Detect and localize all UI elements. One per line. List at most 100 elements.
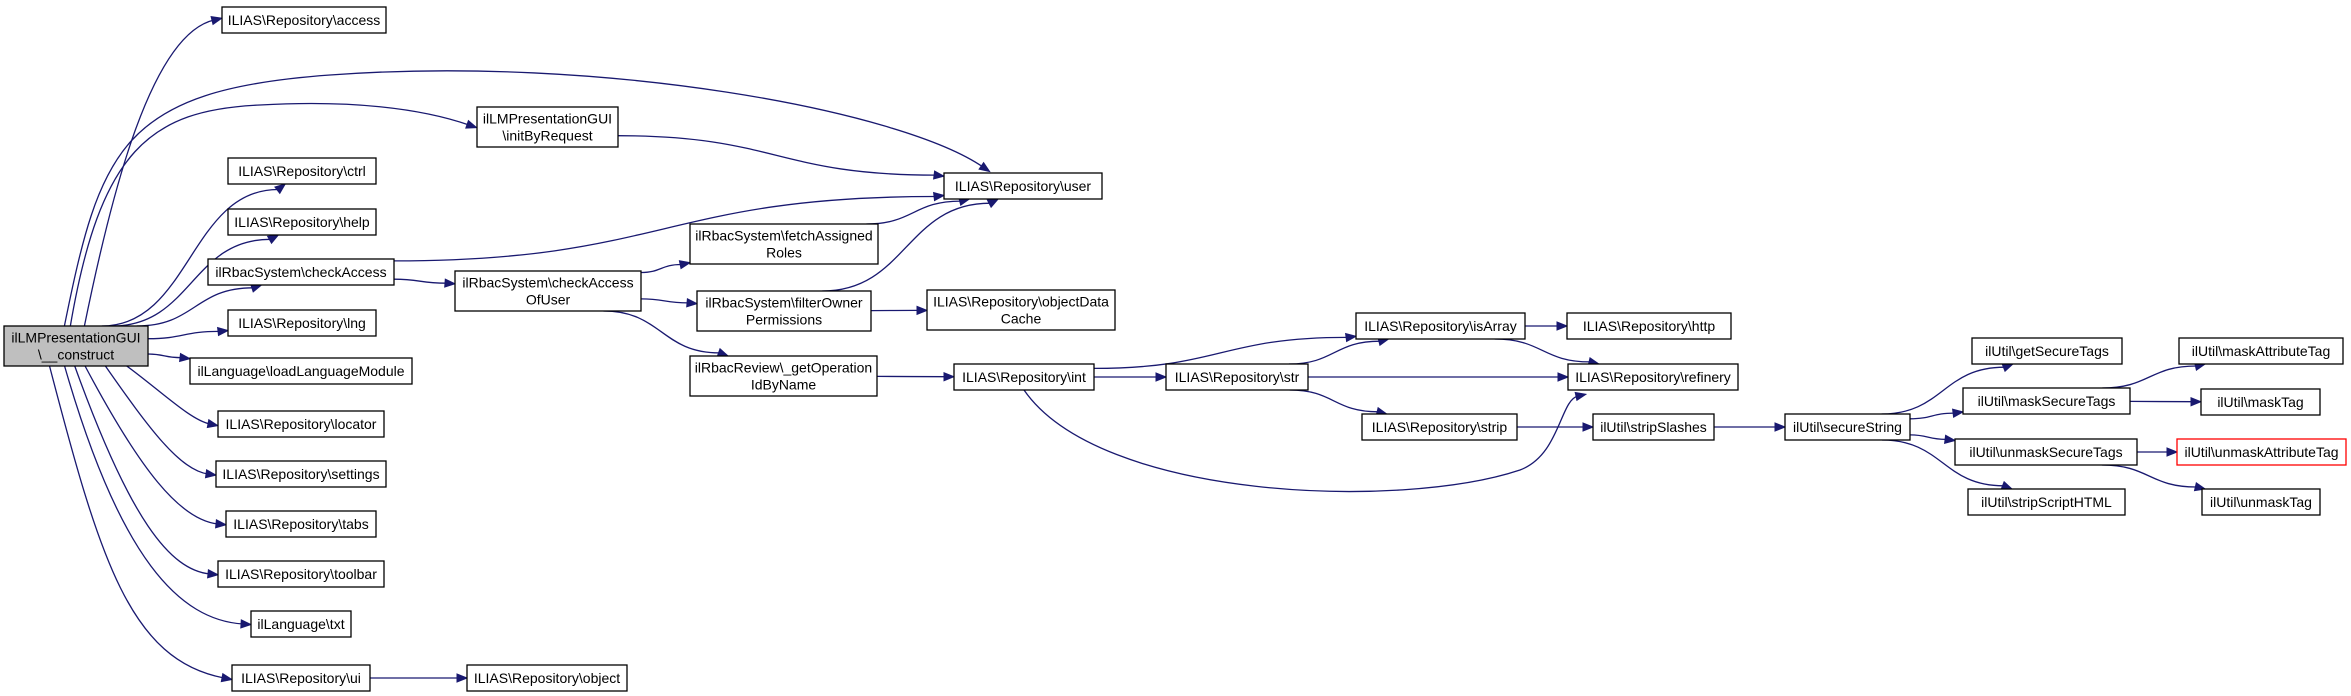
edge-root-to-loadLanguageModule	[147, 352, 192, 363]
node-box	[696, 290, 872, 332]
node-label: ILIAS\Repository\refinery	[1575, 369, 1731, 385]
node-box	[231, 664, 371, 692]
node-box	[1592, 413, 1715, 441]
node-label: ilRbacSystem\fetchAssigned	[695, 228, 872, 244]
node-txt[interactable]: ilLanguage\txt	[250, 610, 352, 638]
edge-root-to-ui	[48, 363, 234, 683]
node-refinery[interactable]: ILIAS\Repository\refinery	[1567, 363, 1739, 391]
node-maskSecureTags[interactable]: ilUtil\maskSecureTags	[1962, 387, 2131, 415]
node-box	[689, 223, 879, 265]
node-strip[interactable]: ILIAS\Repository\strip	[1361, 413, 1518, 441]
node-stripScriptHTML[interactable]: ilUtil\stripScriptHTML	[1967, 488, 2126, 516]
node-tabs[interactable]: ILIAS\Repository\tabs	[225, 510, 377, 538]
node-loadLanguageModule[interactable]: ilLanguage\loadLanguageModule	[189, 357, 413, 385]
node-unmaskAttributeTag[interactable]: ilUtil\unmaskAttributeTag	[2176, 438, 2347, 466]
arrowhead-icon	[274, 183, 287, 195]
node-isArray[interactable]: ILIAS\Repository\isArray	[1355, 312, 1526, 340]
arrowhead-icon	[206, 418, 220, 429]
edge-root-to-initByRequest	[69, 102, 478, 329]
node-maskAttributeTag[interactable]: ilUtil\maskAttributeTag	[2178, 337, 2344, 365]
edge-line	[147, 353, 182, 359]
node-label: ilUtil\stripSlashes	[1600, 419, 1707, 435]
node-label: ILIAS\Repository\object	[474, 670, 620, 686]
edge-root-to-locator	[123, 363, 220, 429]
node-checkAccess[interactable]: ilRbacSystem\checkAccess	[207, 258, 395, 286]
node-label: ILIAS\Repository\lng	[238, 315, 366, 331]
node-label: ilRbacSystem\filterOwner	[705, 295, 862, 311]
node-box	[1165, 363, 1309, 391]
node-toolbar[interactable]: ILIAS\Repository\toolbar	[217, 560, 385, 588]
node-str[interactable]: ILIAS\Repository\str	[1165, 363, 1309, 391]
node-box	[227, 309, 377, 337]
arrowhead-icon	[215, 519, 228, 529]
node-unmaskSecureTags[interactable]: ilUtil\unmaskSecureTags	[1954, 438, 2138, 466]
arrowhead-icon	[444, 278, 457, 288]
node-label: ilRbacReview\_getOperation	[695, 360, 872, 376]
node-object[interactable]: ILIAS\Repository\object	[466, 664, 628, 692]
arrowhead-icon	[2190, 396, 2203, 407]
node-access[interactable]: ILIAS\Repository\access	[221, 6, 387, 34]
edge-root-to-toolbar	[73, 363, 220, 579]
arrowhead-icon	[266, 234, 280, 245]
node-initByRequest[interactable]: ilLMPresentationGUI\initByRequest	[476, 106, 619, 148]
node-secureString[interactable]: ilUtil\secureString	[1784, 413, 1911, 441]
edge-getOperationIdByName-to-int	[876, 371, 956, 382]
arrowhead-icon	[1155, 372, 1168, 382]
node-box	[1954, 438, 2138, 466]
node-root[interactable]: ilLMPresentationGUI\__construct	[3, 325, 149, 367]
edge-line	[640, 263, 682, 274]
edge-line	[103, 363, 209, 475]
arrowhead-icon	[1557, 372, 1570, 382]
node-user[interactable]: ILIAS\Repository\user	[943, 172, 1103, 200]
arrowhead-icon	[1574, 391, 1588, 402]
edge-secureString-to-maskSecureTags	[1909, 408, 1965, 420]
nodes-layer: ilLMPresentationGUI\__constructILIAS\Rep…	[3, 6, 2347, 692]
edge-line	[393, 278, 447, 284]
node-box	[207, 258, 395, 286]
edge-str-to-strip	[1289, 389, 1389, 417]
edge-line	[1909, 434, 1947, 441]
edge-root-to-user	[63, 70, 991, 329]
node-label: ilLMPresentationGUI	[483, 111, 612, 127]
node-box	[476, 106, 619, 148]
arrowhead-icon	[943, 371, 956, 382]
node-label: IdByName	[751, 377, 817, 393]
node-stripSlashes[interactable]: ilUtil\stripSlashes	[1592, 413, 1715, 441]
node-label: ILIAS\Repository\strip	[1372, 419, 1508, 435]
node-ui[interactable]: ILIAS\Repository\ui	[231, 664, 371, 692]
edge-root-to-settings	[103, 363, 218, 479]
node-label: ilUtil\maskAttributeTag	[2192, 343, 2331, 359]
node-lng[interactable]: ILIAS\Repository\lng	[227, 309, 377, 337]
arrowhead-icon	[1345, 332, 1358, 343]
node-box	[2178, 337, 2344, 365]
edge-secureString-to-unmaskSecureTags	[1909, 434, 1957, 444]
node-help[interactable]: ILIAS\Repository\help	[227, 208, 377, 236]
arrowhead-icon	[240, 619, 253, 629]
node-label: Cache	[1001, 311, 1042, 327]
node-box	[1355, 312, 1526, 340]
node-ctrl[interactable]: ILIAS\Repository\ctrl	[227, 157, 377, 185]
node-maskTag[interactable]: ilUtil\maskTag	[2200, 388, 2321, 416]
node-locator[interactable]: ILIAS\Repository\locator	[217, 410, 385, 438]
node-settings[interactable]: ILIAS\Repository\settings	[215, 460, 387, 488]
node-http[interactable]: ILIAS\Repository\http	[1566, 312, 1732, 340]
node-getSecureTags[interactable]: ilUtil\getSecureTags	[1971, 337, 2123, 365]
node-box	[943, 172, 1103, 200]
node-label: ilUtil\maskTag	[2217, 394, 2303, 410]
node-box	[2176, 438, 2347, 466]
node-int[interactable]: ILIAS\Repository\int	[953, 363, 1095, 391]
node-box	[454, 270, 642, 312]
node-unmaskTag[interactable]: ilUtil\unmaskTag	[2201, 488, 2321, 516]
node-label: ILIAS\Repository\settings	[222, 466, 379, 482]
node-box	[221, 6, 387, 34]
arrowhead-icon	[978, 161, 991, 173]
edge-int-to-isArray	[1093, 332, 1358, 370]
edge-line	[112, 238, 271, 327]
node-label: ILIAS\Repository\int	[962, 369, 1086, 385]
edge-str-to-isArray	[1288, 337, 1390, 365]
